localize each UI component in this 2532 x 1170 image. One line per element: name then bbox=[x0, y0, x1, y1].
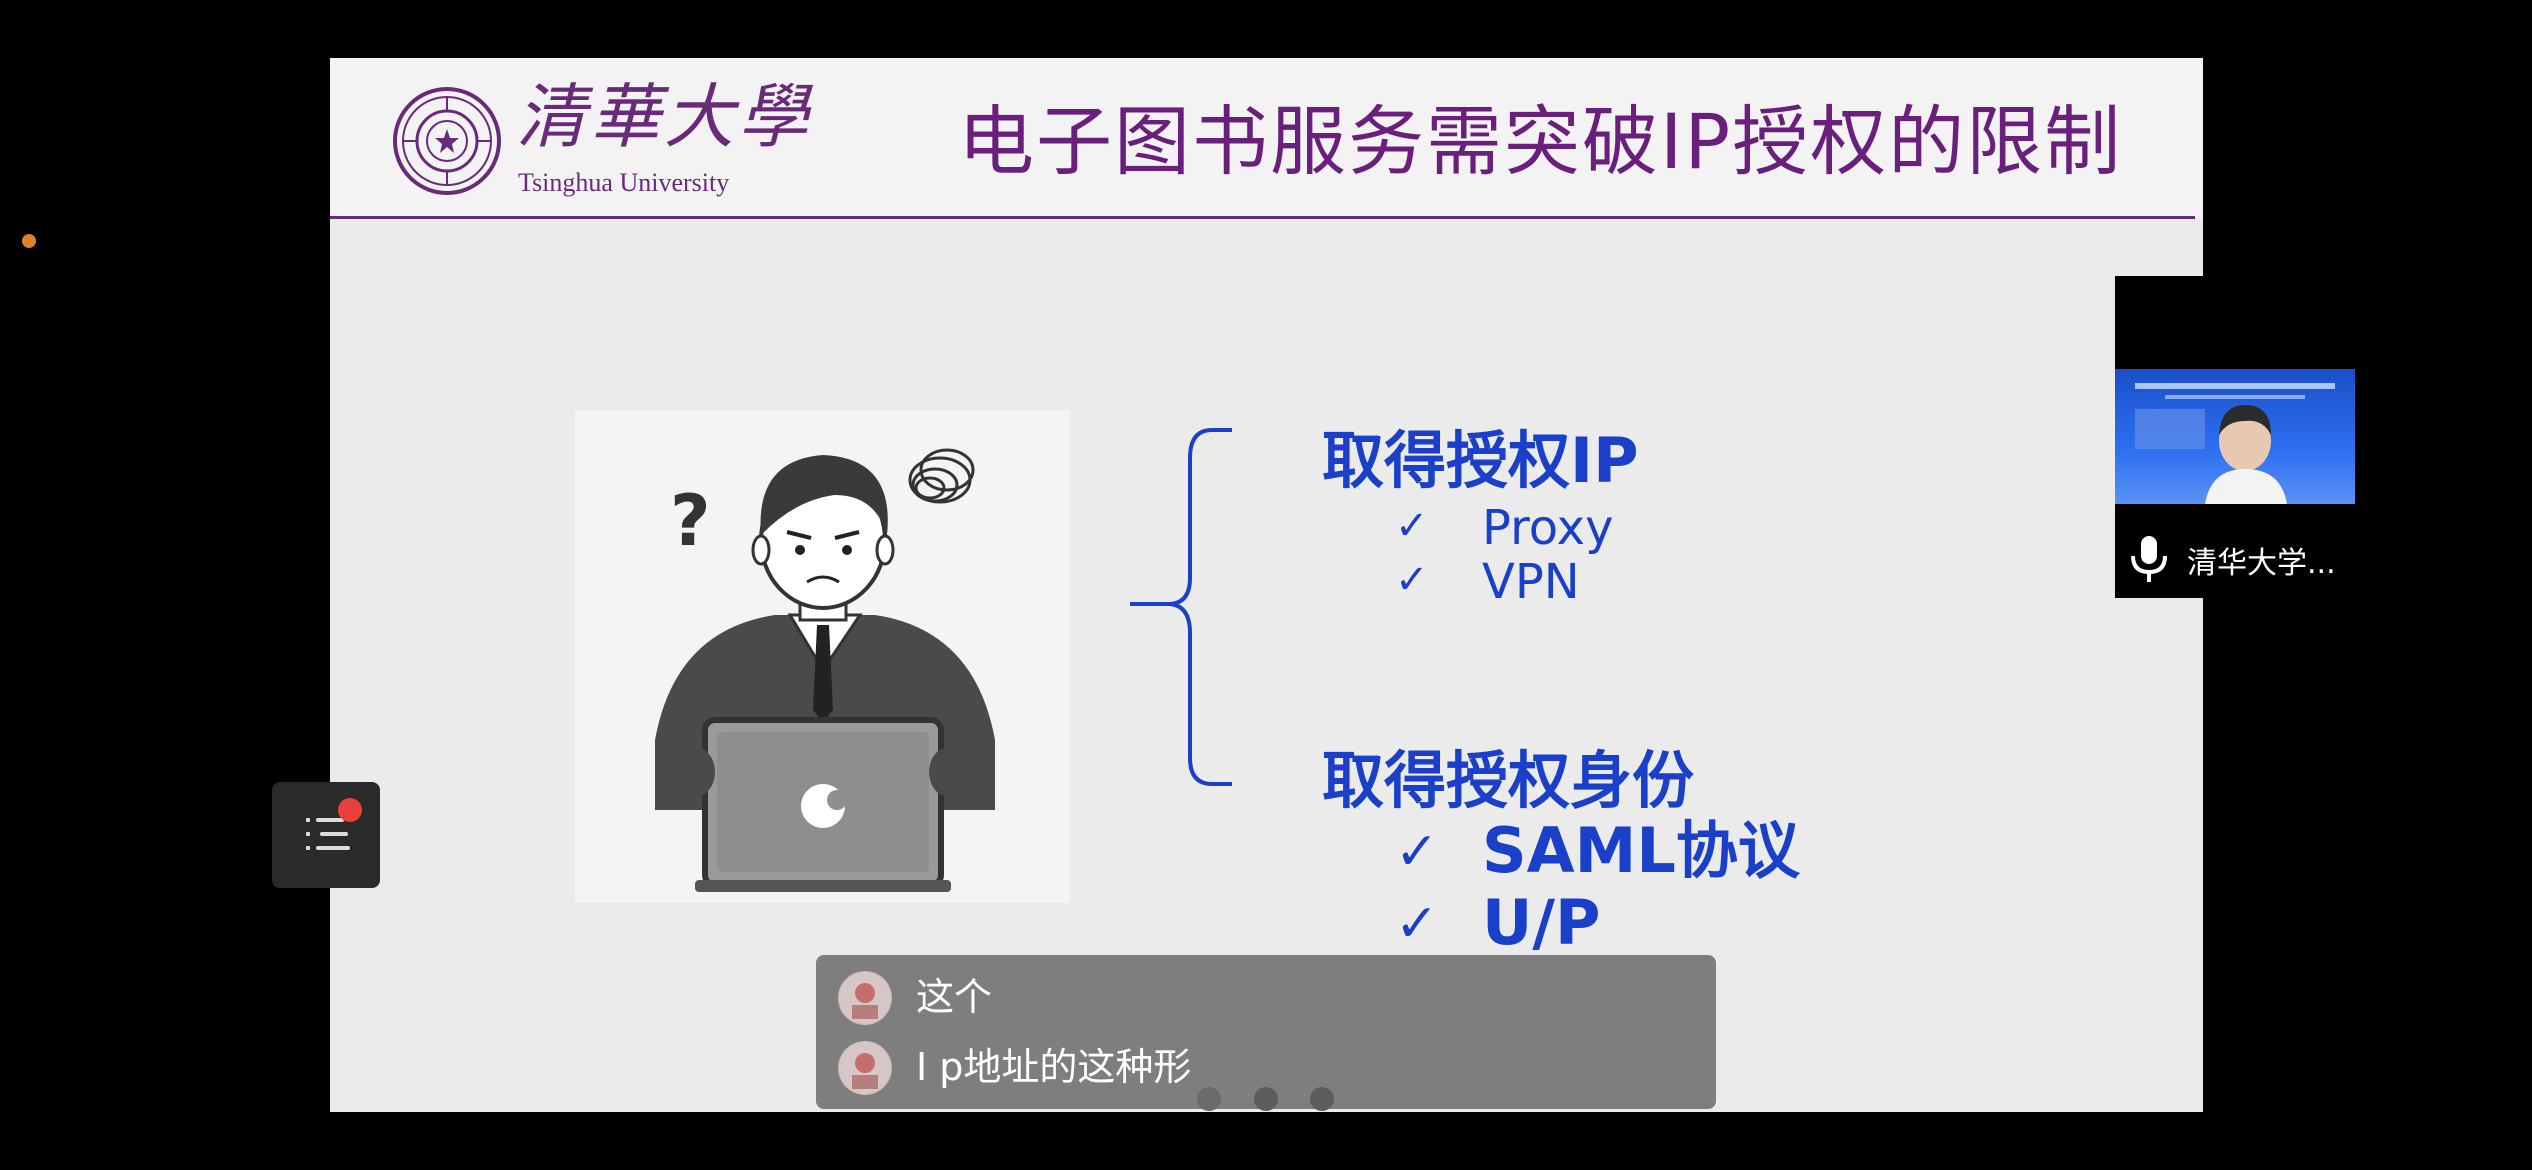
slide-header: 清華大學 Tsinghua University 电子图书服务需突破IP授权的限… bbox=[330, 58, 2203, 218]
check-icon: ✓ bbox=[1395, 557, 1429, 603]
status-dot bbox=[22, 234, 36, 248]
branch-heading-ip: 取得授权IP bbox=[1322, 424, 1639, 497]
logo-chinese-text: 清華大學 bbox=[516, 76, 812, 158]
notification-badge bbox=[338, 798, 362, 822]
check-icon: ✓ bbox=[1395, 503, 1429, 549]
item-up: U/P bbox=[1482, 886, 1601, 959]
item-proxy: Proxy bbox=[1482, 500, 1614, 556]
bracket-connector bbox=[1130, 428, 1232, 786]
item-saml: SAML协议 bbox=[1482, 814, 1800, 887]
page-dot[interactable] bbox=[1254, 1087, 1278, 1111]
confused-person-laptop-illustration: ? bbox=[575, 410, 1070, 903]
caption-text: 这个 bbox=[916, 975, 993, 1019]
page-dot[interactable] bbox=[1197, 1087, 1221, 1111]
participant-video bbox=[2115, 369, 2355, 504]
svg-text:?: ? bbox=[670, 480, 711, 562]
page-dot[interactable] bbox=[1310, 1087, 1334, 1111]
avatar bbox=[838, 971, 892, 1025]
shared-slide: 清華大學 Tsinghua University 电子图书服务需突破IP授权的限… bbox=[330, 58, 2203, 1112]
logo-english-text: Tsinghua University bbox=[518, 168, 730, 197]
person-illustration-svg: ? bbox=[655, 448, 995, 892]
microphone-icon[interactable] bbox=[2127, 534, 2171, 584]
tsinghua-seal-logo bbox=[393, 87, 501, 195]
avatar bbox=[838, 1041, 892, 1095]
speaker-video-feed bbox=[2135, 383, 2335, 504]
header-divider bbox=[330, 216, 2195, 219]
slide-title: 电子图书服务需突破IP授权的限制 bbox=[958, 97, 2123, 186]
participant-video-tile[interactable]: 清华大学... bbox=[2115, 276, 2355, 598]
live-caption-panel: 这个 I p地址的这种形 bbox=[816, 955, 1716, 1109]
participant-name: 清华大学... bbox=[2187, 546, 2336, 581]
toc-list-button[interactable] bbox=[272, 782, 380, 888]
check-icon: ✓ bbox=[1395, 822, 1439, 882]
branch-heading-identity: 取得授权身份 bbox=[1322, 744, 1695, 817]
check-icon: ✓ bbox=[1395, 894, 1439, 954]
item-vpn: VPN bbox=[1482, 554, 1580, 610]
toc-list-icon bbox=[306, 818, 350, 850]
caption-text: I p地址的这种形 bbox=[916, 1045, 1192, 1089]
